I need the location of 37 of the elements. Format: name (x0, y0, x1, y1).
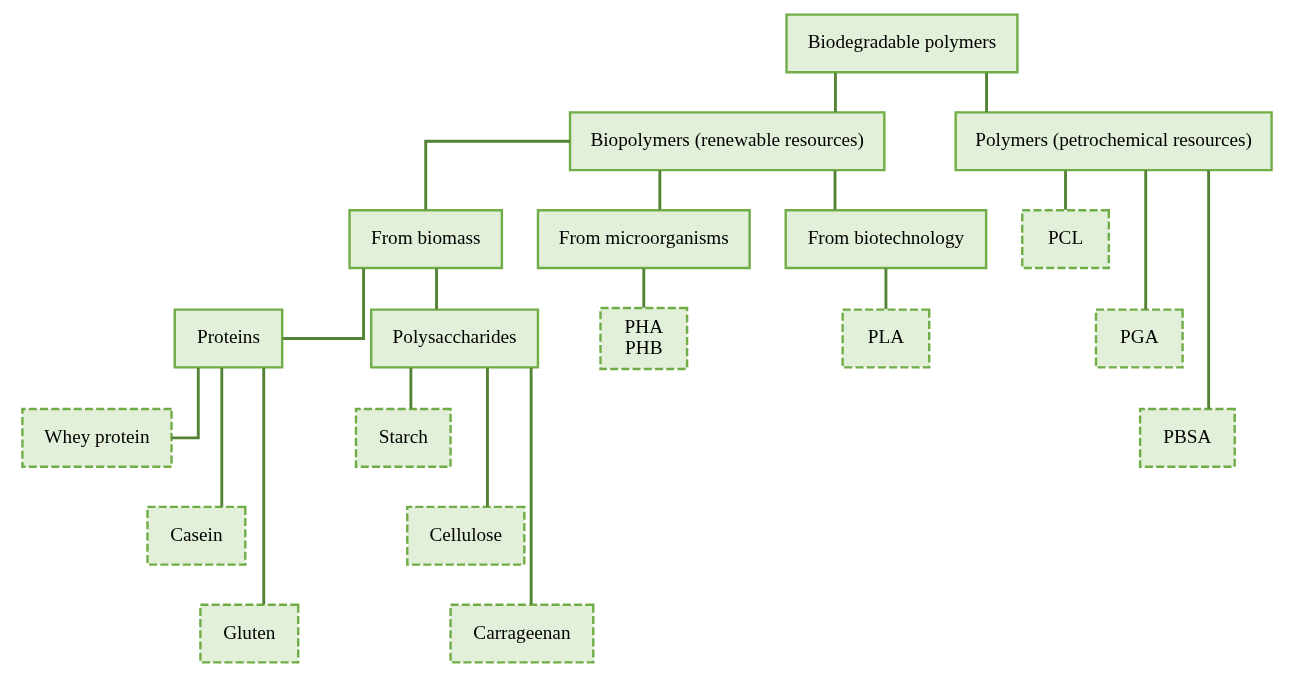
connector (658, 170, 662, 210)
node-box: Whey protein (21, 407, 173, 468)
connector (262, 367, 266, 605)
connector (1207, 170, 1211, 409)
connector (529, 367, 533, 605)
node-box: PHA PHB (599, 306, 689, 371)
connector (486, 367, 489, 507)
node-box: PLA (841, 308, 931, 369)
node-box: PCL (1021, 209, 1111, 270)
node-box: Biodegradable polymers (785, 13, 1019, 74)
connector (409, 367, 413, 409)
node-box: From biotechnology (784, 209, 988, 270)
node-box: PGA (1094, 308, 1184, 369)
node-box: Proteins (173, 308, 284, 369)
node-box: Starch (354, 407, 452, 468)
node-box: From microorganisms (536, 209, 751, 270)
connector (833, 72, 837, 112)
node-box: Polymers (petrochemical resources) (954, 111, 1273, 172)
connector (833, 170, 837, 210)
connector (1064, 170, 1067, 210)
connector (171, 367, 200, 440)
connector (985, 72, 988, 112)
connector (642, 268, 646, 308)
connector (435, 268, 438, 310)
node-box: Gluten (199, 603, 300, 664)
node-box: Carrageenan (449, 603, 595, 664)
connector (424, 139, 570, 210)
node-box: Cellulose (406, 505, 526, 566)
node-box: Casein (146, 505, 247, 566)
node-box: Polysaccharides (370, 308, 540, 369)
node-box: Biopolymers (renewable resources) (568, 111, 886, 172)
connector (282, 268, 365, 340)
node-box: From biomass (348, 209, 504, 270)
connector (1144, 170, 1148, 310)
node-box: PBSA (1138, 407, 1236, 468)
connector (220, 367, 224, 507)
connector (884, 268, 888, 310)
